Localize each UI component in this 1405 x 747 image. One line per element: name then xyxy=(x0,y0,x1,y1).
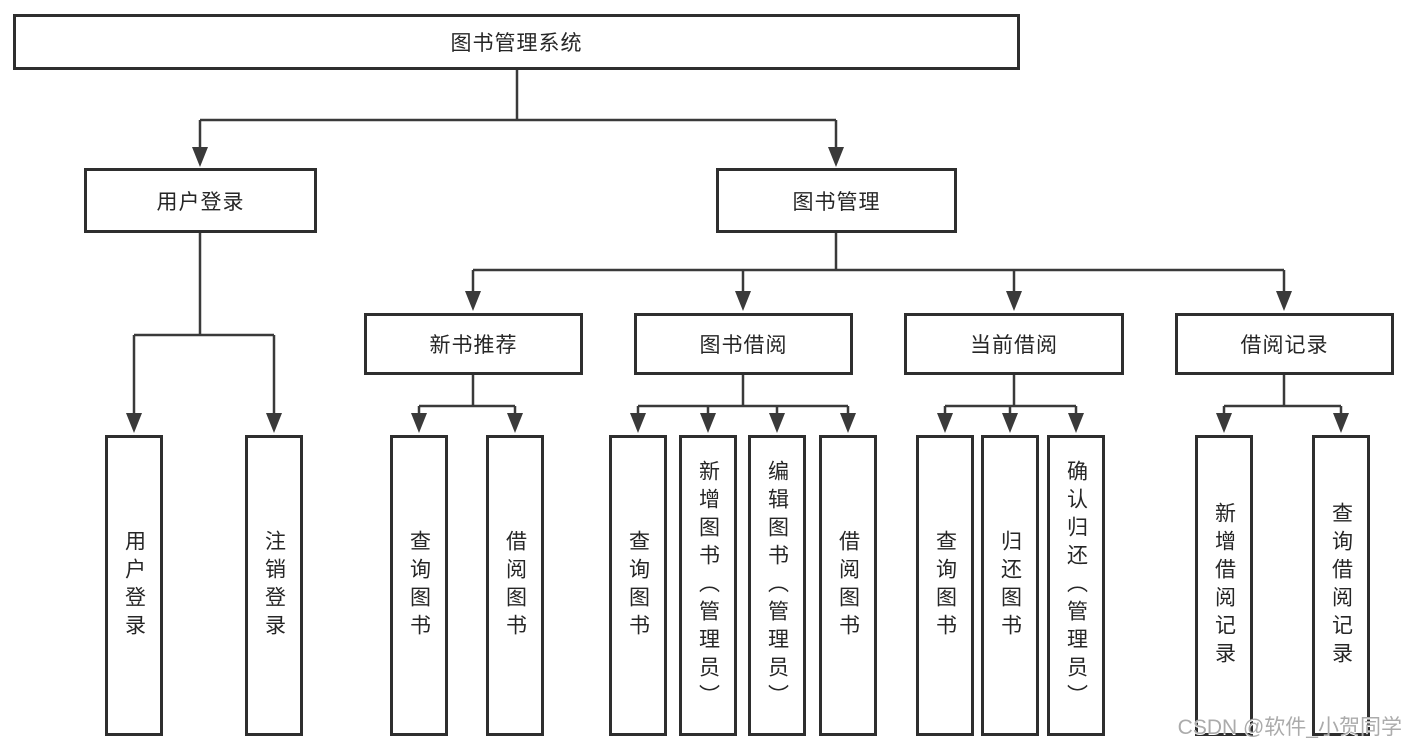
leaf-logout: 注销登录 xyxy=(245,435,303,736)
connector-root-to-level2 xyxy=(198,70,838,149)
connector-current-borrowing-to-leaves xyxy=(943,375,1078,415)
leaf-add-borrow-record: 新增借阅记录 xyxy=(1195,435,1253,736)
leaf-query-books-current: 查询图书 xyxy=(916,435,974,736)
connector-book-management-to-level3 xyxy=(471,233,1286,293)
node-label: 用户登录 xyxy=(122,529,146,642)
leaf-borrow-books-borrowing: 借阅图书 xyxy=(819,435,877,736)
leaf-borrow-books-recommend: 借阅图书 xyxy=(486,435,544,736)
node-label: 图书借阅 xyxy=(699,334,788,357)
node-book-borrowing: 图书借阅 xyxy=(634,313,853,375)
node-label: 归还图书 xyxy=(998,529,1022,642)
node-label: 借阅图书 xyxy=(503,529,527,642)
node-label: 图书管理系统 xyxy=(450,32,583,55)
node-label: 查询图书 xyxy=(626,529,650,642)
node-label: 借阅图书 xyxy=(836,529,860,642)
connector-book-borrowing-to-leaves xyxy=(636,375,850,415)
node-label: 查询图书 xyxy=(407,529,431,642)
node-label: 注销登录 xyxy=(262,529,286,642)
node-label: 查询借阅记录 xyxy=(1329,501,1353,670)
leaf-query-books-recommend: 查询图书 xyxy=(390,435,448,736)
leaf-add-book-admin: 新增图书（管理员） xyxy=(679,435,737,736)
node-label: 新增借阅记录 xyxy=(1212,501,1236,670)
leaf-user-login: 用户登录 xyxy=(105,435,163,736)
connector-new-book-recommendation-to-leaves xyxy=(417,375,517,415)
leaf-query-books-borrowing: 查询图书 xyxy=(609,435,667,736)
leaf-query-borrow-record: 查询借阅记录 xyxy=(1312,435,1370,736)
node-label: 查询图书 xyxy=(933,529,957,642)
node-book-management: 图书管理 xyxy=(716,168,957,233)
node-label: 当前借阅 xyxy=(970,334,1058,357)
node-borrowing-records: 借阅记录 xyxy=(1175,313,1394,375)
node-label: 图书管理 xyxy=(792,190,881,214)
node-new-book-recommendation: 新书推荐 xyxy=(364,313,583,375)
node-label: 编辑图书（管理员） xyxy=(765,459,789,712)
node-label: 用户登录 xyxy=(156,190,245,214)
node-current-borrowing: 当前借阅 xyxy=(904,313,1124,375)
node-library-management-system: 图书管理系统 xyxy=(13,14,1020,70)
node-label: 新书推荐 xyxy=(429,334,518,357)
leaf-confirm-return-admin: 确认归还（管理员） xyxy=(1047,435,1105,736)
leaf-edit-book-admin: 编辑图书（管理员） xyxy=(748,435,806,736)
node-label: 借阅记录 xyxy=(1240,334,1329,357)
node-label: 确认归还（管理员） xyxy=(1064,459,1088,712)
connector-borrowing-records-to-leaves xyxy=(1222,375,1343,415)
connector-user-login-to-leaves xyxy=(132,233,276,415)
node-user-login: 用户登录 xyxy=(84,168,317,233)
node-label: 新增图书（管理员） xyxy=(696,459,720,712)
csdn-watermark: CSDN @软件_小贺同学 xyxy=(1177,716,1402,739)
leaf-return-books: 归还图书 xyxy=(981,435,1039,736)
